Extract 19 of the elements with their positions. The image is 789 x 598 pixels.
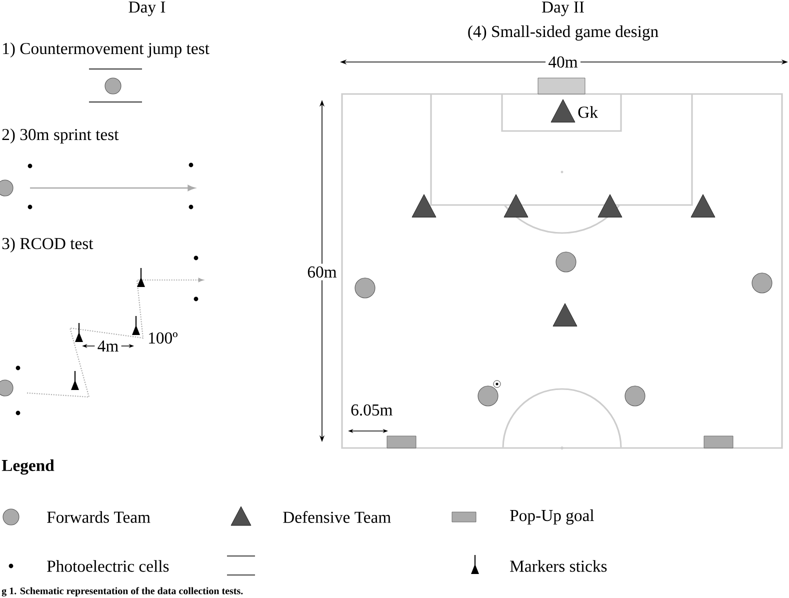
panel-heading: Day I bbox=[128, 2, 166, 16]
legend-label: Defensive Team bbox=[283, 511, 391, 523]
player-label: Gk bbox=[578, 106, 598, 118]
angle-label: 100º bbox=[149, 332, 178, 344]
test-title: 1) Countermovement jump test bbox=[3, 42, 210, 58]
legend-label: Pop-Up goal bbox=[510, 509, 594, 525]
legend-label: Photoelectric cells bbox=[47, 560, 169, 572]
dimension-label: 40m bbox=[546, 54, 580, 70]
test-title: 2) 30m sprint test bbox=[2, 128, 119, 144]
dimension-label: 4m bbox=[94, 338, 122, 354]
legend-label: Markers sticks bbox=[510, 560, 607, 572]
test-title: (4) Small-sided game design bbox=[468, 25, 658, 41]
caption: g 1. Schematic representation of the data collection tests. bbox=[2, 587, 243, 596]
panel-heading: Day II bbox=[542, 2, 584, 16]
dimension-label: 6.05m bbox=[351, 404, 392, 416]
legend-label: Forwards Team bbox=[47, 511, 150, 523]
test-title: 3) RCOD test bbox=[2, 237, 94, 253]
dimension-label: 60m bbox=[304, 264, 340, 280]
legend-title: Legend bbox=[2, 459, 54, 475]
